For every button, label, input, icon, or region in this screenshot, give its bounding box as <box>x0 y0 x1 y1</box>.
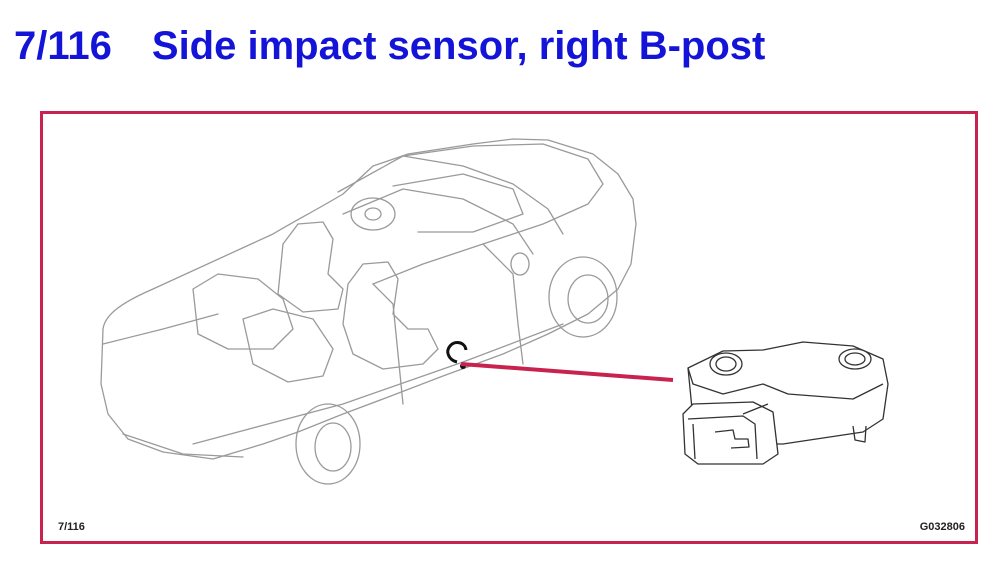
dashboard <box>392 173 524 233</box>
front-wheel <box>548 256 618 338</box>
front-seat <box>342 261 439 370</box>
door-line-2 <box>482 243 524 365</box>
side-window <box>342 188 534 255</box>
front-wheel-hub <box>567 274 609 324</box>
figure-ref-right: G032806 <box>919 521 965 533</box>
steering-hub <box>364 207 382 221</box>
rear-wheel-hub <box>314 422 352 472</box>
car-body-outline <box>100 138 637 460</box>
illustration-frame: 7/116 G032806 <box>40 111 978 544</box>
sensor-detail <box>682 341 889 465</box>
rear-seat-2 <box>242 308 334 383</box>
car-sensor-illustration <box>100 138 889 485</box>
steering-wheel <box>350 197 396 231</box>
side-mirror <box>510 252 530 276</box>
figure-number: 7/116 <box>14 23 112 68</box>
roof-line <box>337 143 604 285</box>
trunk-line <box>102 313 219 345</box>
sill-line <box>192 323 564 445</box>
figure-ref-left: 7/116 <box>58 521 85 533</box>
page-header: 7/116 Side impact sensor, right B-post <box>14 18 765 74</box>
driver-seat <box>277 221 344 313</box>
rear-wheel <box>295 403 361 485</box>
page-title: Side impact sensor, right B-post <box>151 23 766 68</box>
rear-seat <box>192 273 294 350</box>
rear-bumper <box>122 433 244 458</box>
leader-line <box>460 362 674 382</box>
windshield <box>402 155 564 235</box>
door-line <box>372 283 404 405</box>
